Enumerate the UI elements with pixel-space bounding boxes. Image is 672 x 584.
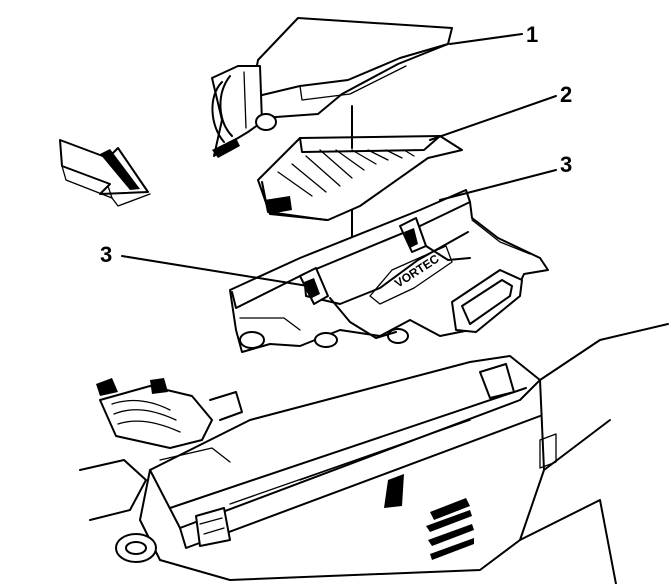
callout-2: 2 [560,82,572,107]
callout-3-upper: 3 [560,152,572,177]
radiator-support [79,323,669,584]
callout-3-lower: 3 [100,242,112,267]
callout-1: 1 [526,22,538,47]
leader-lines [121,33,557,287]
arrow-icon [59,139,151,207]
air-cleaner-cover [211,17,453,158]
air-cleaner-housing: VORTEC [229,189,549,353]
air-filter-element [257,135,463,221]
